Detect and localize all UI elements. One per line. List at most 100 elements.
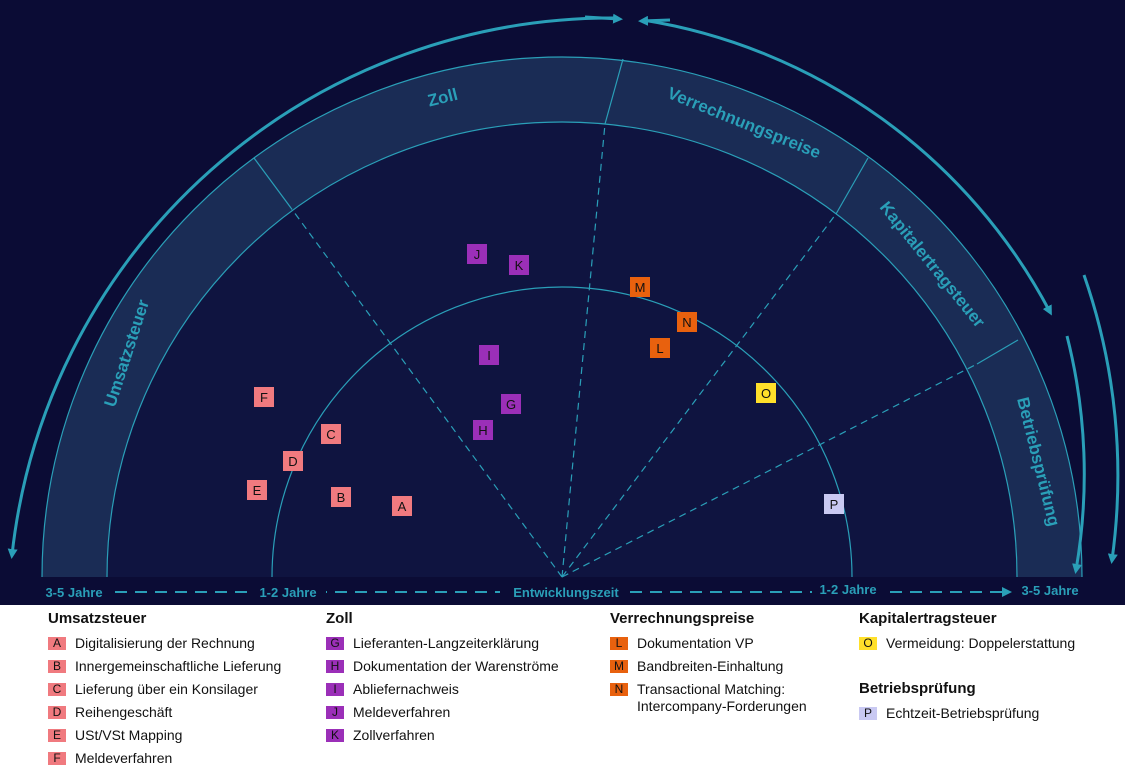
legend-chip: E xyxy=(48,729,66,742)
radar-marker-box xyxy=(321,424,341,444)
radar-marker-letter: J xyxy=(474,247,481,262)
legend-label: Meldeverfahren xyxy=(75,750,173,766)
radar-marker-box xyxy=(283,451,303,471)
radar-marker-box xyxy=(247,480,267,500)
legend-chip: B xyxy=(48,660,66,673)
radar-marker-box xyxy=(677,312,697,332)
radar-diagram: Umsatzsteuer Zoll Verrechnungspreise Kap… xyxy=(7,13,1120,601)
radar-marker-l: L xyxy=(650,338,670,358)
radar-marker-letter: H xyxy=(478,423,487,438)
radar-marker-letter: E xyxy=(253,483,262,498)
inner-region xyxy=(107,122,1017,577)
legend-item-n: N Transactional Matching: Intercompany-Fo… xyxy=(610,681,807,715)
legend-item-m: M Bandbreiten-Einhaltung xyxy=(610,658,807,675)
arrow-top-right-icon xyxy=(642,18,1052,316)
legend-chip: O xyxy=(859,637,877,650)
radar-marker-box xyxy=(479,345,499,365)
radar-marker-letter: O xyxy=(761,386,771,401)
legend-label: Innergemeinschaftliche Lieferung xyxy=(75,658,282,674)
legend-chip: M xyxy=(610,660,628,673)
legend-label: Reihengeschäft xyxy=(75,704,173,720)
legend-label: USt/VSt Mapping xyxy=(75,727,183,743)
ring-band-inner xyxy=(106,121,1018,578)
radar-marker-letter: M xyxy=(635,280,646,295)
radar-marker-letter: G xyxy=(506,397,516,412)
radar-marker-box xyxy=(467,244,487,264)
radar-marker-box xyxy=(392,496,412,516)
outer-band xyxy=(42,57,1082,577)
legend-label: Vermeidung: Doppelerstattung xyxy=(886,635,1076,651)
radar-markers: A B C D E F G H I J K L M N O P xyxy=(247,244,844,516)
radar-marker-box xyxy=(509,255,529,275)
radar-marker-k: K xyxy=(509,255,529,275)
legend-title-umsatzsteuer: Umsatzsteuer xyxy=(48,610,147,627)
legend-title-verrechnungspreise: Verrechnungspreise xyxy=(610,610,755,627)
legend-label: Echtzeit-Betriebsprüfung xyxy=(886,705,1040,721)
radar-marker-o: O xyxy=(756,383,776,403)
radar-marker-box xyxy=(473,420,493,440)
legend-label: Lieferung über ein Konsilager xyxy=(75,681,258,697)
ring-outer xyxy=(41,56,1083,578)
radar-marker-box xyxy=(331,487,351,507)
radar-marker-m: M xyxy=(630,277,650,297)
legend-label: Bandbreiten-Einhaltung xyxy=(637,658,784,674)
band-divider-3 xyxy=(835,157,869,215)
radar-marker-letter: C xyxy=(326,427,335,442)
axis-label-right-inner: 1-2 Jahre xyxy=(819,582,876,597)
radar-marker-letter: K xyxy=(515,258,524,273)
radar-marker-p: P xyxy=(824,494,844,514)
radar-marker-n: N xyxy=(677,312,697,332)
legend-chip: H xyxy=(326,660,344,673)
legend-chip: N xyxy=(610,683,628,696)
legend-label: Abliefernachweis xyxy=(353,681,459,697)
radar-marker-a: A xyxy=(392,496,412,516)
radar-marker-b: B xyxy=(331,487,351,507)
band-divider-4 xyxy=(976,339,1019,365)
legend-item-g: G Lieferanten-Langzeiterklärung xyxy=(326,635,559,652)
axis-label-left-outer: 3-5 Jahre xyxy=(45,585,102,600)
legend-item-o: O Vermeidung: Doppelerstattung xyxy=(859,635,1075,652)
legend-label: Dokumentation der Warenströme xyxy=(353,658,559,674)
radar-marker-letter: I xyxy=(487,348,491,363)
legend-chip: C xyxy=(48,683,66,696)
legend-chip: G xyxy=(326,637,344,650)
ring-inner xyxy=(271,286,853,578)
legend-chip: P xyxy=(859,707,877,720)
legend-label: Dokumentation VP xyxy=(637,635,754,651)
radar-marker-box xyxy=(756,383,776,403)
radar-marker-box xyxy=(824,494,844,514)
arrow-left-icon xyxy=(7,16,616,559)
radar-marker-letter: L xyxy=(656,341,663,356)
technology-radar: Umsatzsteuer Zoll Verrechnungspreise Kap… xyxy=(0,0,1125,605)
radar-marker-box xyxy=(254,387,274,407)
legend-label: Transactional Matching: Intercompany-For… xyxy=(637,681,807,714)
radar-marker-box xyxy=(630,277,650,297)
legend-chip: I xyxy=(326,683,344,696)
radar-marker-letter: D xyxy=(288,454,297,469)
radar-marker-letter: F xyxy=(260,390,268,405)
divider-4 xyxy=(561,363,978,578)
arrow-top-start-icon xyxy=(638,15,671,26)
legend-item-e: E USt/VSt Mapping xyxy=(48,727,281,744)
legend-label: Lieferanten-Langzeiterklärung xyxy=(353,635,540,651)
legend-label: Digitalisierung der Rechnung xyxy=(75,635,255,651)
radar-marker-box xyxy=(650,338,670,358)
radar-marker-box xyxy=(501,394,521,414)
arrow-right-icon xyxy=(1065,335,1086,574)
radar-marker-letter: P xyxy=(830,497,839,512)
axis-label-left-inner: 1-2 Jahre xyxy=(259,585,316,600)
radar-marker-letter: N xyxy=(682,315,691,330)
legend-item-i: I Abliefernachweis xyxy=(326,681,559,698)
radar-marker-e: E xyxy=(247,480,267,500)
axis-label-right-outer: 3-5 Jahre xyxy=(1021,583,1078,598)
legend-title-zoll: Zoll xyxy=(326,610,353,627)
legend-item-c: C Lieferung über ein Konsilager xyxy=(48,681,281,698)
